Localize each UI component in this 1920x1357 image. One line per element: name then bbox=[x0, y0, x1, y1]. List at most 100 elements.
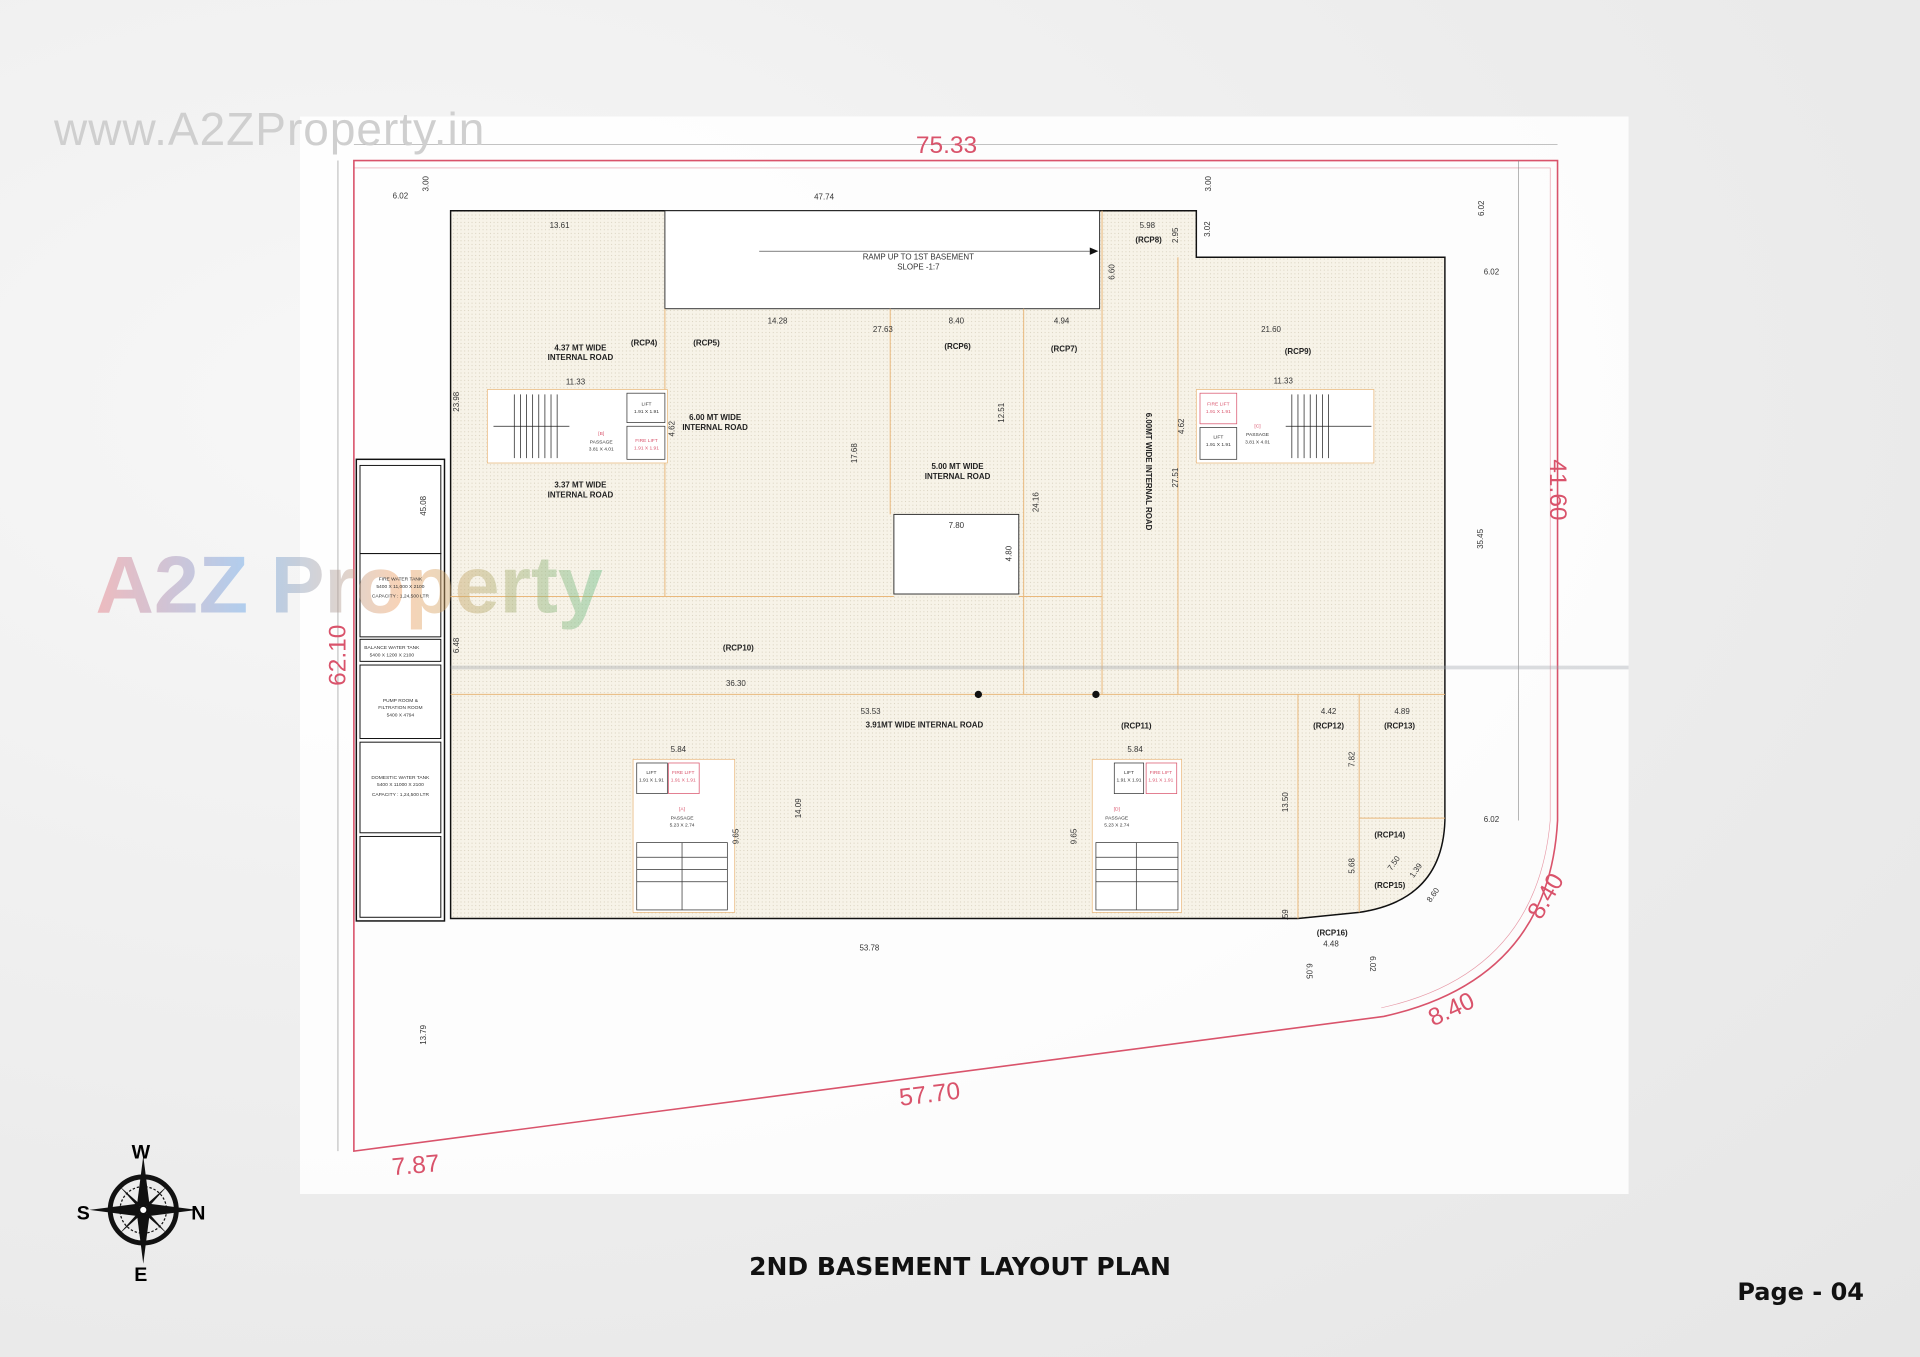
dims-d584b: 5.84 bbox=[1127, 745, 1143, 754]
labels-road600-1: 6.00 MT WIDE bbox=[689, 413, 741, 422]
dims-d965b: 9.65 bbox=[1069, 828, 1078, 844]
plot-boundary-inner bbox=[353, 167, 1551, 1009]
labels-road437-2: INTERNAL ROAD bbox=[548, 353, 614, 362]
cores-passage-bc: 3.81 X 4.01 bbox=[589, 447, 614, 453]
dims-d489: 4.89 bbox=[1394, 707, 1410, 716]
labels-rcp10: (RCP10) bbox=[723, 643, 754, 652]
utility-rooms bbox=[355, 458, 446, 922]
dims-d1768: 17.68 bbox=[850, 443, 859, 463]
cores-lift-size: 1.91 X 1.91 bbox=[1206, 442, 1231, 448]
dims-d584a: 5.84 bbox=[671, 745, 687, 754]
core-c bbox=[1195, 389, 1375, 464]
cores-lift: LIFT bbox=[1124, 770, 1134, 776]
compass-s: S bbox=[77, 1203, 90, 1225]
rooms-fire-tank-3: CAPACITY : 1,24,500 LTR bbox=[372, 594, 430, 600]
dims-d59: .59 bbox=[1281, 909, 1290, 921]
dims-d3545: 35.45 bbox=[1476, 528, 1485, 548]
dims-d300b: 3.00 bbox=[1204, 175, 1213, 191]
cores-id-d: [D] bbox=[1114, 807, 1120, 813]
dims-d442: 4.42 bbox=[1321, 707, 1337, 716]
labels-rcp8: (RCP8) bbox=[1135, 236, 1162, 245]
plot-dims-right: 41.60 bbox=[1544, 459, 1571, 520]
cores-lift-size: 1.91 X 1.91 bbox=[634, 409, 659, 415]
labels-rcp4: (RCP4) bbox=[631, 338, 658, 347]
cores-lift-size: 1.91 X 1.91 bbox=[639, 777, 664, 783]
dims-d602tr: 6.02 bbox=[1477, 200, 1486, 216]
dims-d300a: 3.00 bbox=[422, 175, 431, 191]
cores-passage: PASSAGE bbox=[1246, 432, 1270, 438]
labels-rcp13: (RCP13) bbox=[1384, 722, 1415, 731]
labels-road600v: 6.00MT WIDE INTERNAL ROAD bbox=[1144, 413, 1153, 531]
cores-passage-bc: 3.81 X 4.01 bbox=[1245, 439, 1270, 445]
ramp bbox=[664, 210, 1101, 310]
column bbox=[974, 690, 983, 699]
dims-d494: 4.94 bbox=[1054, 316, 1070, 325]
dims-d448: 4.48 bbox=[1323, 940, 1339, 949]
labels-rcp6: (RCP6) bbox=[944, 342, 971, 351]
dims-d1133b: 11.33 bbox=[1274, 376, 1294, 385]
dims-d660: 6.60 bbox=[1107, 264, 1116, 280]
labels-rcp15: (RCP15) bbox=[1374, 881, 1405, 890]
cores-fire-lift: FIRE LIFT bbox=[672, 770, 695, 776]
labels-rcp12: (RCP12) bbox=[1313, 722, 1344, 731]
labels-rcp7: (RCP7) bbox=[1051, 345, 1078, 354]
dims-d5378: 53.78 bbox=[859, 943, 879, 952]
labels-rcp14: (RCP14) bbox=[1374, 831, 1405, 840]
dims-d2398: 23.98 bbox=[452, 391, 461, 411]
dims-d1361: 13.61 bbox=[550, 221, 570, 230]
rooms-balance-2: 5400 X 1200 X 2100 bbox=[370, 652, 415, 658]
parking-grid bbox=[450, 210, 1445, 919]
dims-d4508: 45.08 bbox=[419, 495, 428, 515]
a2z-logo-watermark: A2Z Property bbox=[96, 540, 603, 630]
dims-d302: 3.02 bbox=[1203, 221, 1212, 237]
cores-lift-size: 1.91 X 1.91 bbox=[634, 446, 659, 452]
labels-road437-1: 4.37 MT WIDE bbox=[554, 343, 606, 352]
rooms-pump-1: PUMP ROOM & bbox=[383, 698, 419, 704]
dims-d1251: 12.51 bbox=[997, 402, 1006, 422]
dims-d965a: 9.65 bbox=[731, 828, 740, 844]
dims-d602c: 6.02 bbox=[1484, 815, 1500, 824]
labels-rcp16: (RCP16) bbox=[1317, 929, 1348, 938]
rooms-domestic-2: 5400 X 11000 X 2100 bbox=[377, 782, 424, 788]
cores-lift: LIFT bbox=[642, 401, 652, 407]
cores-fire-lift: FIRE LIFT bbox=[635, 438, 658, 444]
dims-d480: 4.80 bbox=[1004, 545, 1013, 561]
core-a bbox=[632, 758, 736, 913]
dims-d462b: 4.62 bbox=[1177, 418, 1186, 434]
dims-d4774: 47.74 bbox=[814, 193, 834, 202]
labels-road500-1: 5.00 MT WIDE bbox=[932, 462, 984, 471]
dims-d1428: 14.28 bbox=[768, 316, 788, 325]
cores-lift-size: 1.91 X 1.91 bbox=[671, 777, 696, 783]
dims-d602d: 6.02 bbox=[1368, 956, 1377, 972]
cores-fire-lift: FIRE LIFT bbox=[1207, 401, 1230, 407]
dims-d598: 5.98 bbox=[1140, 221, 1156, 230]
labels-road337-2: INTERNAL ROAD bbox=[548, 490, 614, 499]
plot-boundary bbox=[353, 159, 1559, 1153]
dims-d602tl: 6.02 bbox=[393, 192, 409, 201]
dims-d782: 7.82 bbox=[1347, 751, 1356, 767]
rooms-pump-3: 5400 X 4794 bbox=[387, 712, 415, 718]
compass-n: N bbox=[191, 1203, 205, 1225]
column bbox=[1092, 690, 1100, 699]
plot-dims-bottom-left: 7.87 bbox=[391, 1150, 441, 1181]
cores-lift: LIFT bbox=[646, 770, 656, 776]
dims-d1409: 14.09 bbox=[794, 798, 803, 818]
cores-fire-lift: FIRE LIFT bbox=[1150, 770, 1173, 776]
labels-rcp5: (RCP5) bbox=[693, 338, 720, 347]
dims-d2416: 24.16 bbox=[1031, 492, 1040, 512]
cores-passage-ad: 5.23 X 2.74 bbox=[670, 823, 695, 829]
dims-d1350: 13.50 bbox=[1281, 792, 1290, 812]
cores-lift-size: 1.91 X 1.91 bbox=[1117, 777, 1142, 783]
page-number: Page - 04 bbox=[1737, 1278, 1864, 1306]
plot-dims-left: 62.10 bbox=[324, 625, 351, 686]
labels-ramp: RAMP UP TO 1ST BASEMENT bbox=[863, 253, 974, 262]
labels-rcp11: (RCP11) bbox=[1121, 722, 1152, 731]
dims-d1133a: 11.33 bbox=[566, 378, 586, 387]
dims-d3630: 36.30 bbox=[726, 679, 746, 688]
labels-road500-2: INTERNAL ROAD bbox=[925, 472, 991, 481]
rooms-fire-tank-2: 5400 X 11,000 X 2100 bbox=[376, 584, 424, 590]
void bbox=[893, 513, 1020, 595]
labels-road337-1: 3.37 MT WIDE bbox=[554, 480, 606, 489]
page-title: 2ND BASEMENT LAYOUT PLAN bbox=[749, 1252, 1171, 1281]
